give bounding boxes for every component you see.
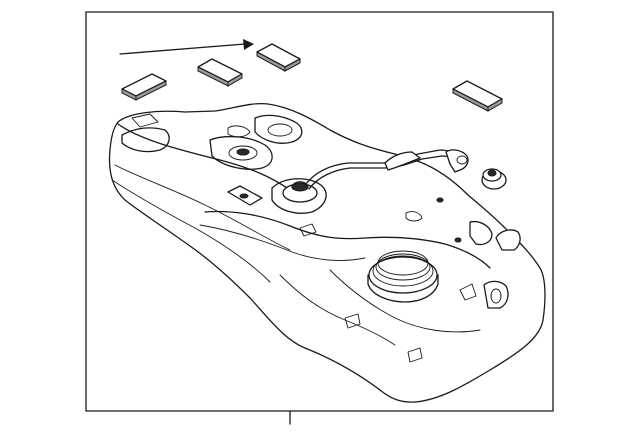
insulator-pad — [256, 43, 301, 72]
insulator-pad — [197, 58, 243, 87]
insulator-pad — [121, 73, 167, 101]
fuel-tank — [108, 102, 546, 403]
vent-hose — [304, 149, 469, 190]
grommet — [481, 168, 507, 190]
filler-neck — [367, 250, 439, 303]
frame — [85, 11, 554, 425]
leader-arrow — [119, 39, 254, 55]
insulator-pad — [452, 80, 503, 112]
